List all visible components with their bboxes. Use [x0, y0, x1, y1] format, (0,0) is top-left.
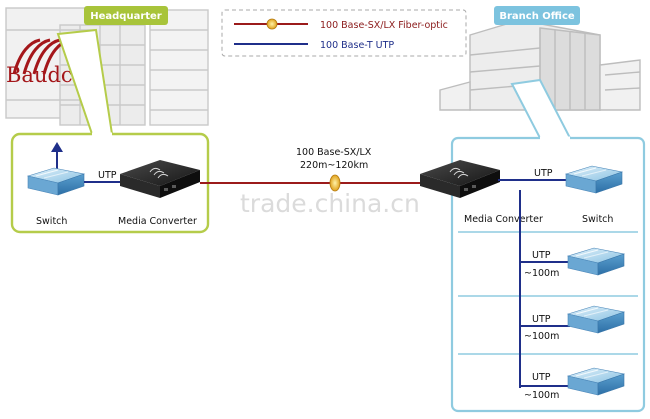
fiber-connector-icon	[266, 18, 278, 30]
branch-row-2: UTP ~100m	[520, 305, 625, 342]
hq-converter-label: Media Converter	[118, 216, 197, 227]
hq-utp-label: UTP	[98, 170, 117, 181]
branch-utp-label: UTP	[534, 168, 553, 179]
branch-switch-label: Switch	[582, 214, 613, 225]
headquarter-tag-label: Headquarter	[90, 11, 162, 22]
branch-row-1: UTP ~100m	[520, 247, 625, 279]
branch-row-distance: ~100m	[524, 268, 559, 279]
legend-fiber-label: 100 Base-SX/LX Fiber-optic	[320, 20, 448, 31]
legend: 100 Base-SX/LX Fiber-optic 100 Base-T UT…	[221, 9, 467, 57]
branch-row-distance: ~100m	[524, 331, 559, 342]
fiber-link-type: 100 Base-SX/LX	[296, 147, 372, 158]
branch-row-utp-label: UTP	[532, 250, 551, 261]
branch-row-utp-label: UTP	[532, 372, 551, 383]
up-arrow-icon	[51, 142, 63, 152]
hq-switch-label: Switch	[36, 216, 67, 227]
legend-utp-label: 100 Base-T UTP	[320, 40, 394, 51]
branch-tag-label: Branch Office	[499, 11, 575, 22]
branch-building-illustration	[439, 19, 641, 111]
headquarter-callout: Headquarter	[56, 6, 168, 135]
headquarter-tag	[84, 6, 168, 25]
branch-row-distance: ~100m	[524, 390, 559, 401]
branch-row-3: UTP ~100m	[520, 367, 625, 401]
fiber-connector-icon	[329, 174, 341, 192]
branch-tag	[494, 6, 580, 25]
branch-callout: Branch Office	[494, 6, 580, 139]
branch-row-utp-label: UTP	[532, 314, 551, 325]
branch-converter-label: Media Converter	[464, 214, 543, 225]
watermark: trade.china.cn	[240, 189, 420, 218]
fiber-link-distance: 220m~120km	[300, 160, 368, 171]
